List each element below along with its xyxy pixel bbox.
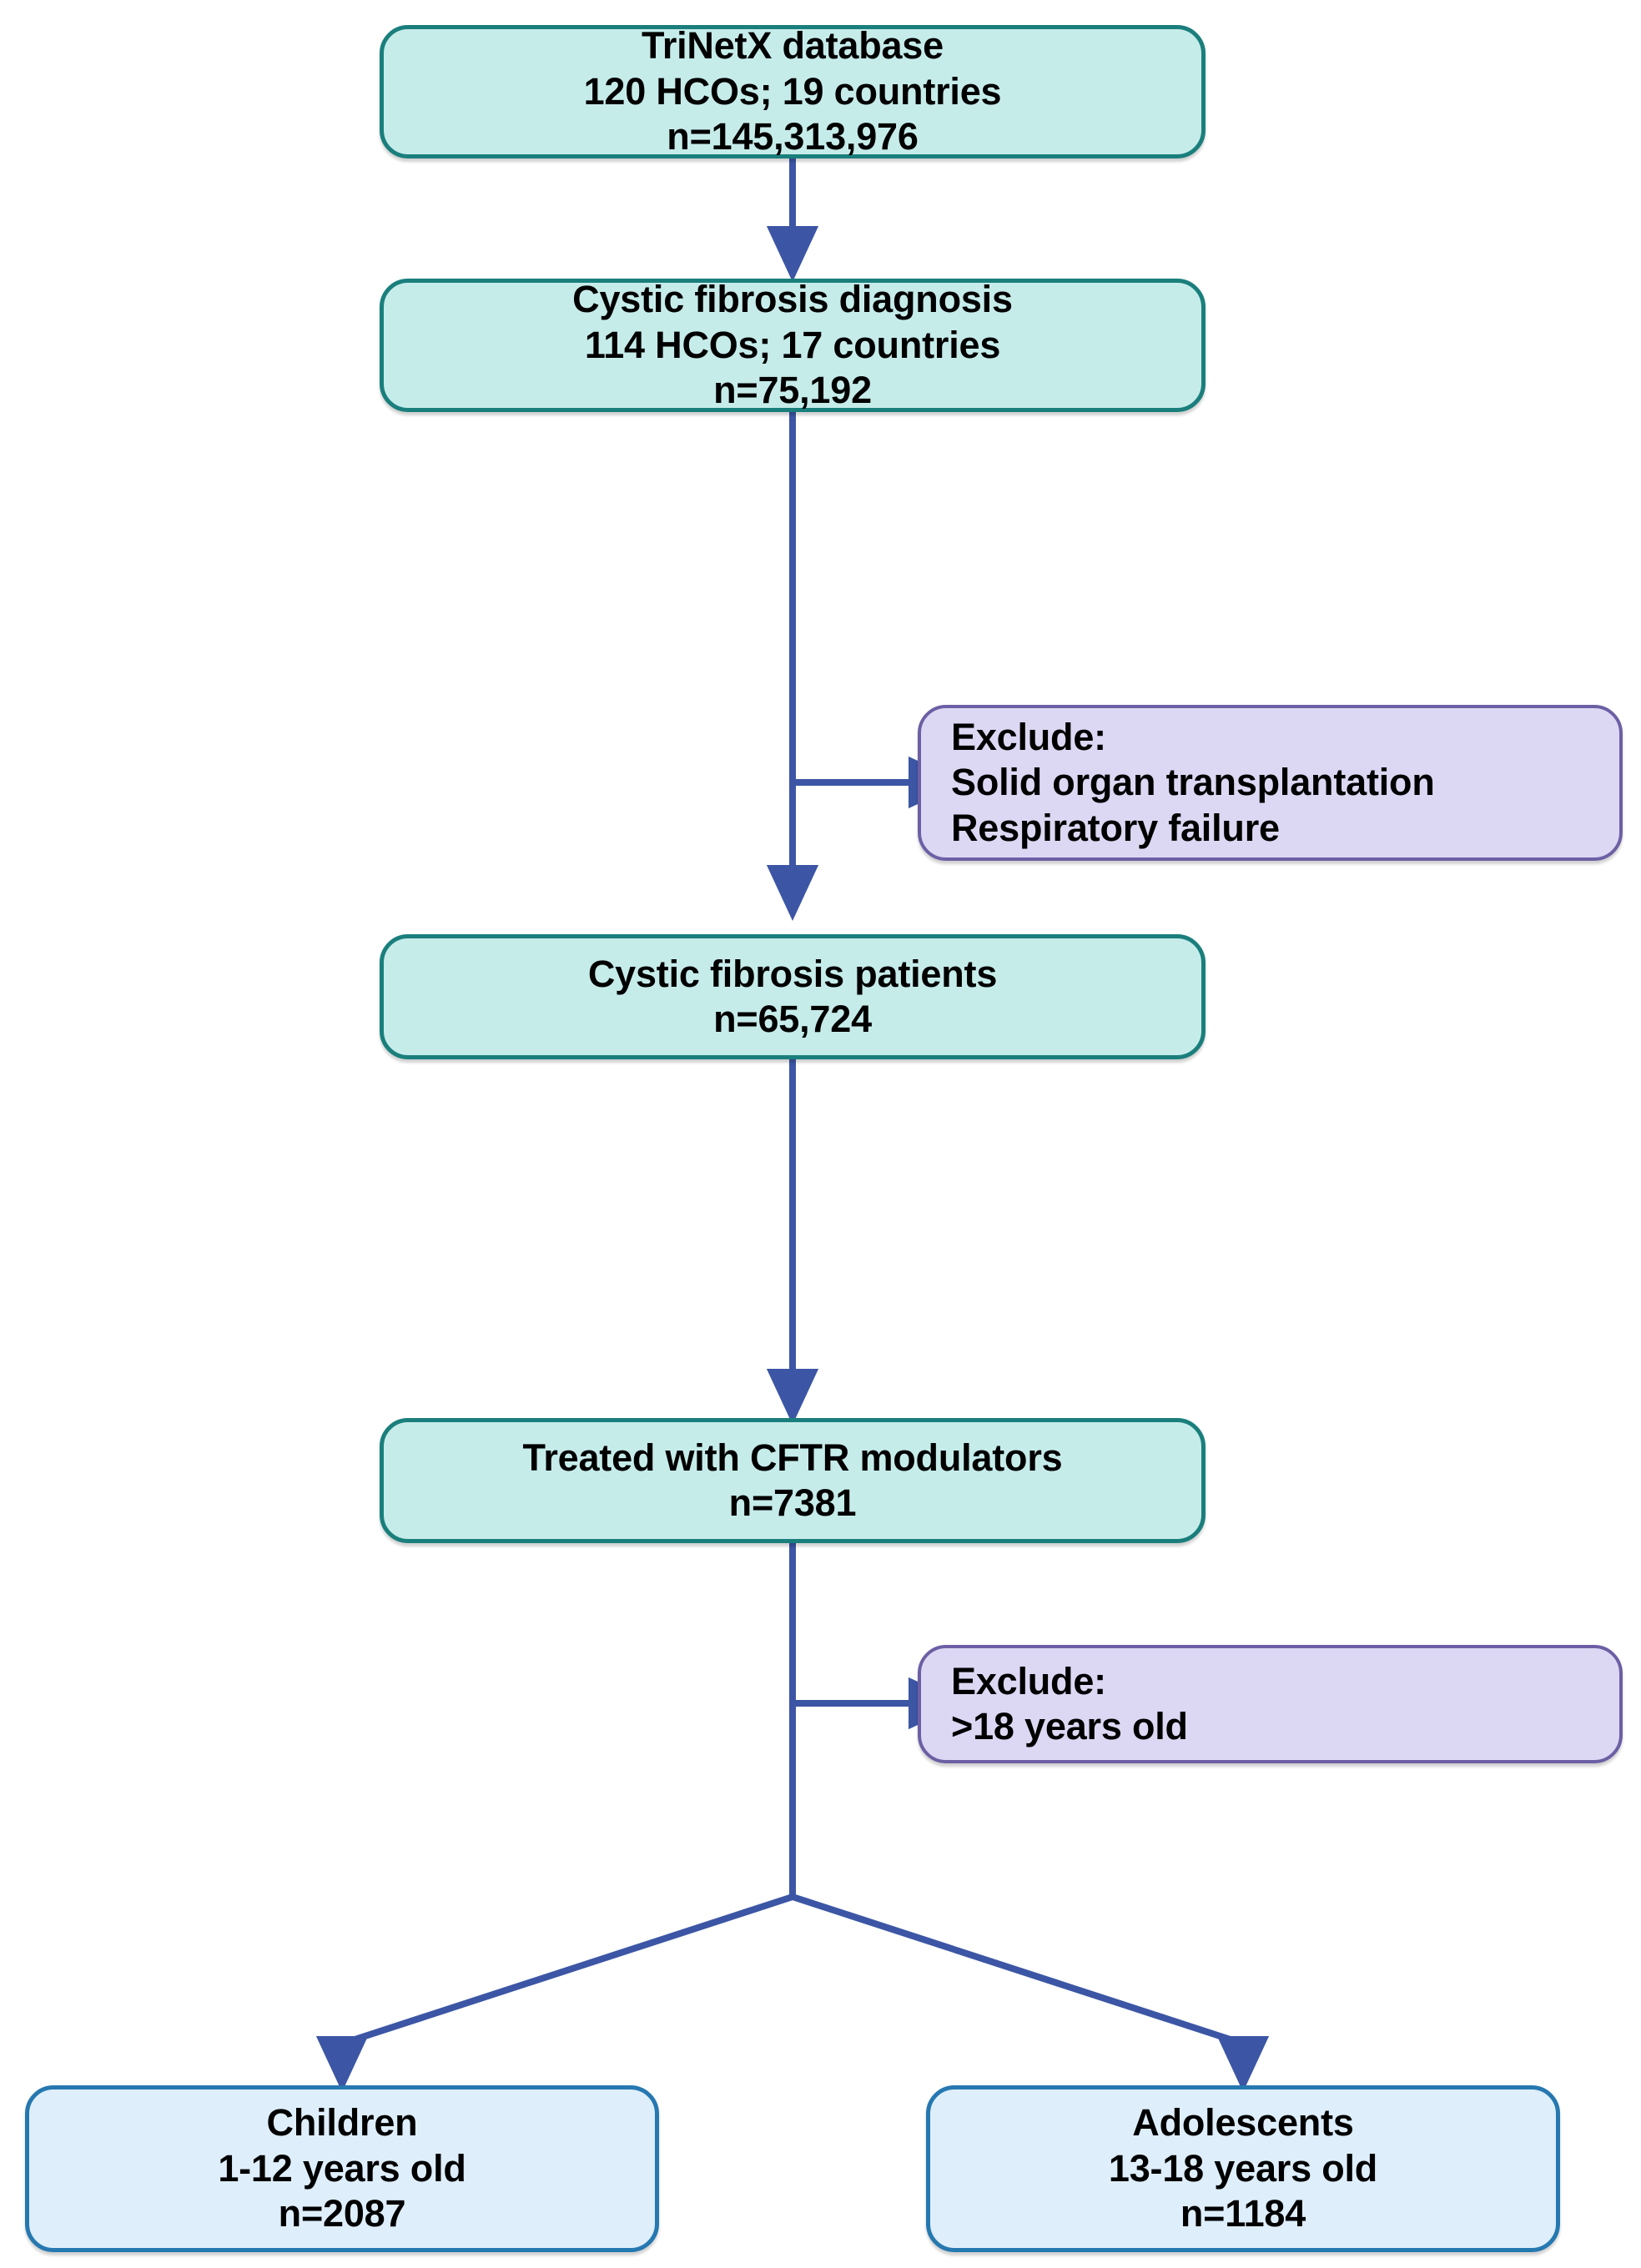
node-exclude-one-line-3: Respiratory failure bbox=[951, 806, 1280, 849]
node-patients[interactable]: Cystic fibrosis patients n=65,724 bbox=[380, 934, 1206, 1059]
node-diagnosis-line-1: Cystic fibrosis diagnosis bbox=[572, 278, 1013, 321]
node-database-line-3: n=145,313,976 bbox=[667, 115, 919, 158]
node-adolescents-line-3: n=1184 bbox=[1180, 2192, 1306, 2235]
node-exclude-one-line-2: Solid organ transplantation bbox=[951, 761, 1435, 804]
node-children[interactable]: Children 1-12 years old n=2087 bbox=[25, 2085, 659, 2252]
node-children-line-3: n=2087 bbox=[278, 2192, 406, 2235]
node-adolescents[interactable]: Adolescents 13-18 years old n=1184 bbox=[926, 2085, 1560, 2252]
node-patients-line-1: Cystic fibrosis patients bbox=[587, 952, 998, 995]
node-exclude-two-line-2: >18 years old bbox=[951, 1705, 1188, 1748]
node-children-line-1: Children bbox=[266, 2101, 418, 2145]
node-treated-line-2: n=7381 bbox=[728, 1481, 857, 1524]
node-diagnosis-line-3: n=75,192 bbox=[713, 369, 872, 412]
node-treated-line-1: Treated with CFTR modulators bbox=[522, 1436, 1063, 1479]
node-adolescents-line-2: 13-18 years old bbox=[1108, 2146, 1378, 2190]
edge-treated-to-children bbox=[315, 1893, 794, 2092]
edge-treated-to-adolescents bbox=[791, 1893, 1270, 2092]
node-diagnosis[interactable]: Cystic fibrosis diagnosis 114 HCOs; 17 c… bbox=[380, 278, 1206, 412]
node-exclude-one-line-1: Exclude: bbox=[951, 715, 1106, 758]
node-treated[interactable]: Treated with CFTR modulators n=7381 bbox=[380, 1418, 1206, 1543]
node-diagnosis-line-2: 114 HCOs; 17 countries bbox=[584, 323, 1001, 366]
node-adolescents-line-1: Adolescents bbox=[1132, 2101, 1354, 2145]
node-database-line-2: 120 HCOs; 19 countries bbox=[583, 69, 1002, 113]
node-database[interactable]: TriNetX database 120 HCOs; 19 countries … bbox=[380, 24, 1206, 158]
node-exclude-one[interactable]: Exclude: Solid organ transplantation Res… bbox=[918, 705, 1623, 861]
node-children-line-2: 1-12 years old bbox=[218, 2146, 466, 2190]
node-exclude-two-line-1: Exclude: bbox=[951, 1659, 1106, 1702]
node-patients-line-2: n=65,724 bbox=[713, 998, 872, 1040]
node-exclude-two[interactable]: Exclude: >18 years old bbox=[918, 1645, 1623, 1763]
node-database-line-1: TriNetX database bbox=[642, 24, 944, 68]
